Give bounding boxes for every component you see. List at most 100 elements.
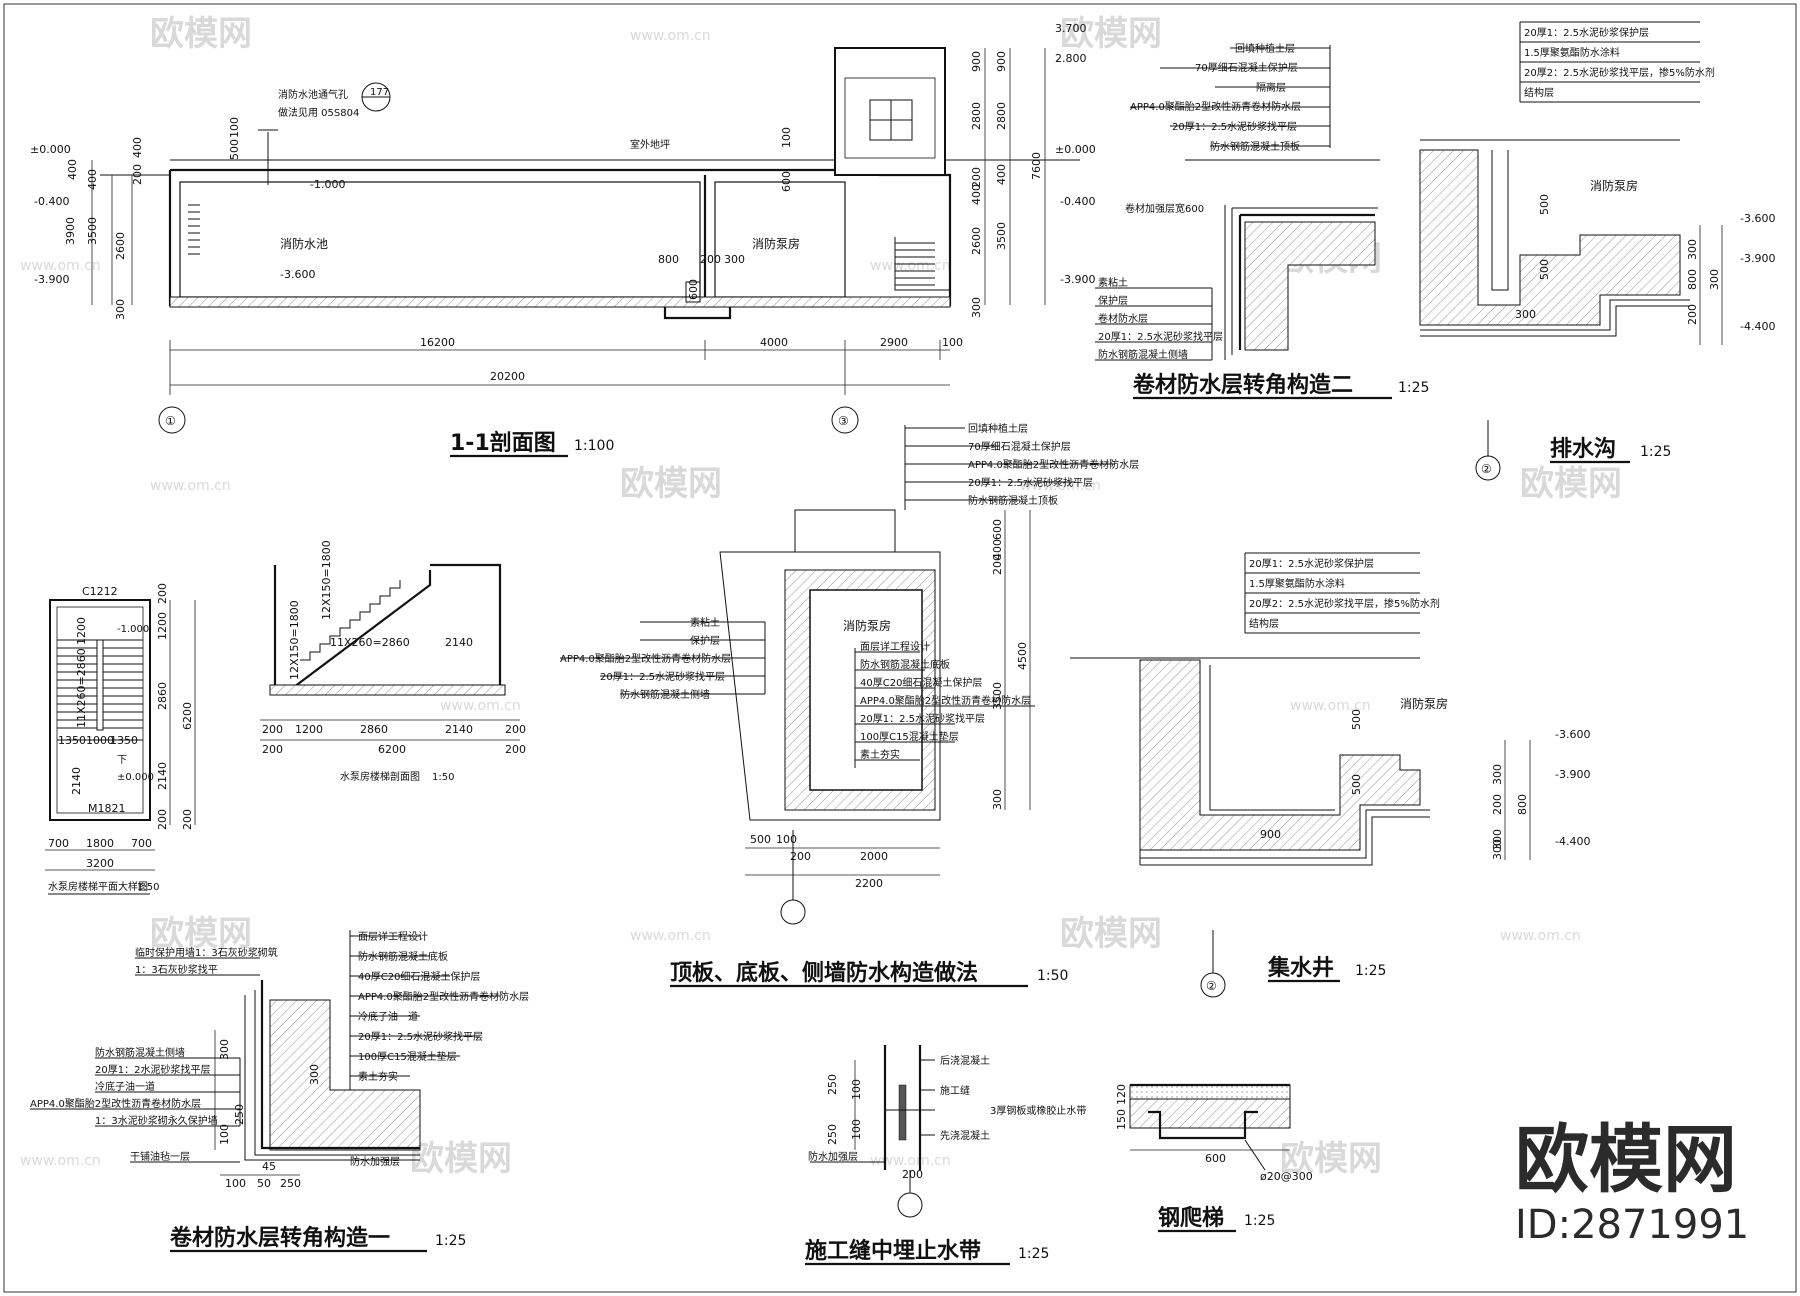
layer-label: 防水钢筋混凝土侧墙 bbox=[1098, 348, 1188, 361]
layer-label: 40厚C20细石混凝土保护层 bbox=[860, 676, 982, 689]
dim-label: 250 bbox=[826, 1124, 839, 1145]
watermark-url: www.om.cn bbox=[150, 478, 231, 494]
dim-label: 200 bbox=[131, 164, 144, 185]
waterproof-detail: 回填种植土层 70厚细石混凝土保护层 APP4.0聚酯胎2型改性沥青卷材防水层 … bbox=[560, 422, 1139, 988]
dim-label: 20200 bbox=[490, 370, 525, 383]
section-1-1: 177 消防水池通气孔 做法见用 05S804 室外地坪 消防水池 消防泵房 ±… bbox=[30, 22, 1096, 458]
dim-label: 12X150=1800 bbox=[320, 540, 333, 620]
dim-label: 300 bbox=[218, 1039, 231, 1060]
dim-label: 1200 bbox=[295, 723, 323, 736]
dim-label: 100 bbox=[776, 833, 797, 846]
layer-label: 70厚细石混凝土保护层 bbox=[1195, 61, 1298, 74]
axis-bubble bbox=[780, 899, 806, 925]
dim-label: 300 bbox=[1686, 239, 1699, 260]
elev-label: -4.400 bbox=[1555, 835, 1590, 848]
dim-label: 300 bbox=[1491, 829, 1504, 850]
dim-label: 1350 bbox=[110, 734, 138, 747]
dim-label: 200 bbox=[181, 809, 194, 830]
ladder-detail: 600 150 120 ø20@300 钢爬梯 1:25 bbox=[1115, 1083, 1313, 1233]
layer-label: 防水加强层 bbox=[350, 1155, 400, 1168]
dim-label: 200 bbox=[505, 723, 526, 736]
dim-label: 400 bbox=[970, 184, 983, 205]
layer-label: 面层详工程设计 bbox=[358, 930, 428, 943]
layer-label: APP4.0聚酯胎2型改性沥青卷材防水层 bbox=[560, 652, 731, 665]
dim-label: 100 bbox=[218, 1124, 231, 1145]
sump-scale: 1:25 bbox=[1355, 963, 1386, 979]
dim-label: 4500 bbox=[1016, 642, 1029, 670]
dim-label: 800 bbox=[1686, 269, 1699, 290]
layer-label: 20厚1：2.5水泥砂浆找平层 bbox=[968, 476, 1093, 489]
layer-label: 1.5厚聚氨酯防水涂料 bbox=[1524, 46, 1620, 59]
layer-label: 面层详工程设计 bbox=[860, 640, 930, 653]
axis-bubble bbox=[897, 1192, 923, 1218]
dim-label: 250 bbox=[233, 1104, 246, 1125]
dim-label: 200 bbox=[902, 1168, 923, 1181]
dim-label: 2860 bbox=[156, 682, 169, 710]
dim-label: 100 bbox=[850, 1119, 863, 1140]
dim-label: 200 bbox=[970, 167, 983, 188]
room-label: 消防泵房 bbox=[843, 618, 891, 633]
dim-label: 700 bbox=[131, 837, 152, 850]
dim-label: 2000 bbox=[860, 850, 888, 863]
watermark-url: www.om.cn bbox=[1500, 928, 1581, 944]
dim-label: 1200 bbox=[75, 617, 88, 645]
dim-label: 150 bbox=[1115, 1109, 1128, 1130]
dim-label: 300 bbox=[114, 299, 127, 320]
dim-label: 2600 bbox=[114, 232, 127, 260]
elev-label: -0.400 bbox=[1060, 195, 1095, 208]
dim-label: 600 bbox=[687, 279, 700, 300]
window-label: C1212 bbox=[82, 585, 118, 598]
watermark-brand: 欧模网 bbox=[1280, 1139, 1382, 1179]
brand-name: 欧模网 bbox=[1515, 1117, 1737, 1203]
detail-turn-2: 回填种植土层 70厚细石混凝土保护层 隔离层 APP4.0聚酯胎2型改性沥青卷材… bbox=[1095, 42, 1429, 400]
stair-section-steps bbox=[300, 580, 401, 661]
watermark-url: www.om.cn bbox=[20, 258, 101, 274]
layer-label: 防水钢筋混凝土顶板 bbox=[968, 494, 1058, 507]
dim-label: 2200 bbox=[855, 877, 883, 890]
note-reinforce: 卷材加强层宽600 bbox=[1125, 202, 1204, 215]
layer-label: 回填种植土层 bbox=[968, 422, 1028, 435]
layer-leader-list bbox=[1130, 45, 1331, 148]
watermark-brand: 欧模网 bbox=[1060, 14, 1162, 54]
layer-label: 防水钢筋混凝土底板 bbox=[860, 658, 950, 671]
layer-label: 20厚1：2.5水泥砂浆找平层 bbox=[600, 670, 725, 683]
sump-detail: 20厚1：2.5水泥砂浆保护层 1.5厚聚氨酯防水涂料 20厚2：2.5水泥砂浆… bbox=[1070, 552, 1590, 998]
layer-label: 防水钢筋混凝土顶板 bbox=[1210, 140, 1300, 153]
dim-label: 600 bbox=[991, 519, 1004, 540]
axis-label: ① bbox=[165, 414, 176, 428]
waterproof-detail-scale: 1:50 bbox=[1037, 968, 1068, 984]
dim-label: 120 bbox=[1115, 1084, 1128, 1105]
dim-label: 3500 bbox=[86, 217, 99, 245]
layer-label: 结构层 bbox=[1249, 617, 1279, 630]
dim-label: 100 bbox=[228, 117, 241, 138]
layer-label: 防水钢筋混凝土侧墙 bbox=[620, 688, 710, 701]
dim-label: 100 bbox=[225, 1177, 246, 1190]
elev-label: -3.900 bbox=[1740, 252, 1775, 265]
layer-label: 素土夯实 bbox=[860, 748, 900, 761]
layer-label: 素粘土 bbox=[1098, 276, 1128, 289]
dim-label: 200 bbox=[991, 554, 1004, 575]
layer-label: APP4.0聚酯胎2型改性沥青卷材防水层 bbox=[358, 990, 529, 1003]
dim-label: 1000 bbox=[86, 734, 114, 747]
dim-label: 300 bbox=[1491, 764, 1504, 785]
layer-label: 40厚C20细石混凝土保护层 bbox=[358, 970, 480, 983]
layer-label: 20厚1：2.5水泥砂浆保护层 bbox=[1524, 26, 1649, 39]
watermark-url: www.om.cn bbox=[870, 258, 951, 274]
dim-label: 400 bbox=[86, 169, 99, 190]
room-label-pool: 消防水池 bbox=[280, 236, 328, 251]
stair-steps bbox=[894, 237, 950, 291]
dim-label: 2900 bbox=[880, 336, 908, 349]
dim-label: 6200 bbox=[181, 702, 194, 730]
dim-label: 200 bbox=[505, 743, 526, 756]
layer-label: 20厚1：2水泥砂浆找平层 bbox=[95, 1063, 210, 1076]
dim-label: 200 bbox=[262, 723, 283, 736]
dim-label: ø20@300 bbox=[1260, 1170, 1313, 1183]
section-1-1-title: 1-1剖面图 bbox=[450, 430, 556, 456]
layer-label: 20厚1：2.5水泥砂浆找平层 bbox=[358, 1030, 483, 1043]
dim-label: 250 bbox=[280, 1177, 301, 1190]
dim-label: 1800 bbox=[86, 837, 114, 850]
dim-label: 600 bbox=[780, 171, 793, 192]
dim-label: 2800 bbox=[970, 102, 983, 130]
layer-label: 防水钢筋混凝土侧墙 bbox=[95, 1046, 185, 1059]
dim-label: 200 bbox=[790, 850, 811, 863]
